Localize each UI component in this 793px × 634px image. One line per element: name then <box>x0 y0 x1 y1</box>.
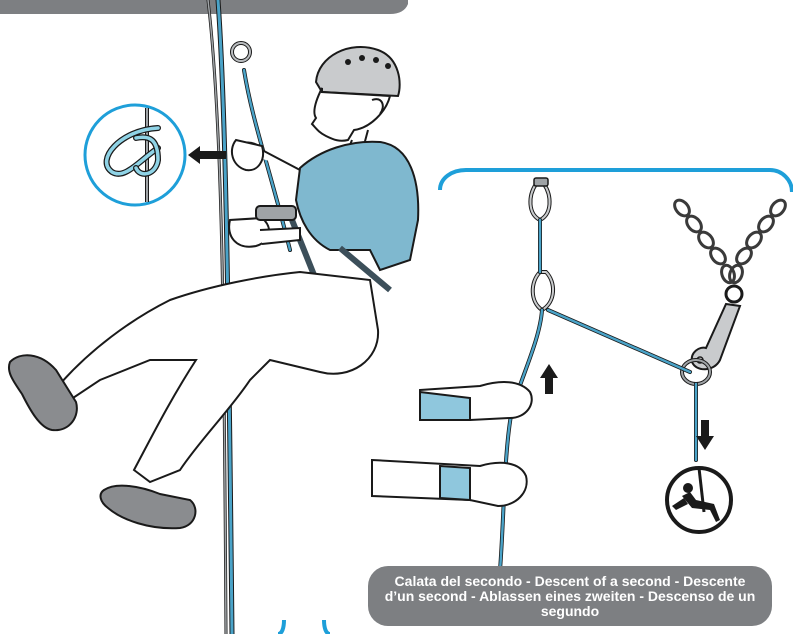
carabiner-top <box>530 178 549 220</box>
top-caption-bar <box>0 0 408 14</box>
panel-bottom-left <box>278 620 284 634</box>
lowering-panel-border <box>440 170 792 192</box>
climber-in-harness-icon <box>667 468 731 532</box>
right-shoe <box>101 486 196 529</box>
head <box>312 88 390 141</box>
panel-bottom-right <box>324 620 330 634</box>
left-shoe <box>9 355 77 430</box>
helmet <box>316 47 400 96</box>
chain-ring <box>726 286 742 302</box>
carabiner-lower <box>533 272 553 310</box>
caption-box: Calata del secondo - Descent of a second… <box>368 566 772 626</box>
caption-text: Calata del secondo - Descent of a second… <box>378 574 762 619</box>
descender-device <box>256 206 296 220</box>
shirt <box>296 142 418 270</box>
anchor-chains <box>672 197 789 284</box>
pants <box>60 272 378 482</box>
knot-detail <box>85 105 185 205</box>
upper-hand <box>232 140 263 170</box>
arrow-up-icon <box>540 364 558 394</box>
climber-figure <box>9 47 418 528</box>
arrow-down-icon <box>696 420 714 450</box>
